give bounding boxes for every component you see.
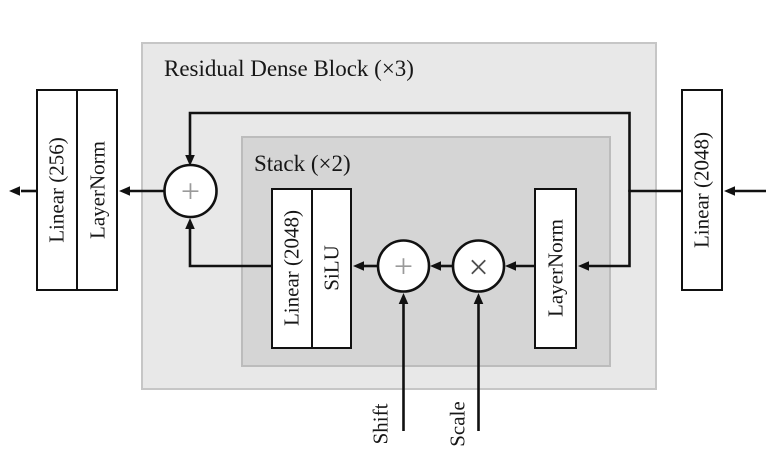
stack-layernorm-label: LayerNorm bbox=[543, 219, 567, 317]
scale-arrowhead-icon bbox=[473, 293, 484, 304]
residual-add-in-arrowhead-icon bbox=[185, 218, 195, 229]
stack-node-divider bbox=[310, 190, 314, 347]
add-in-arrowhead-icon bbox=[430, 261, 441, 271]
plus-icon: + bbox=[181, 174, 200, 211]
stack-title: Stack (×2) bbox=[254, 151, 351, 176]
silu-in-arrowhead-icon bbox=[353, 261, 364, 271]
residual-skip-connection bbox=[188, 111, 631, 192]
input-projection-node bbox=[681, 89, 723, 291]
multiply-icon: × bbox=[468, 247, 488, 287]
input-to-layernorm-line bbox=[587, 189, 681, 268]
output-arrowhead-icon bbox=[9, 186, 20, 196]
linear-256-label: Linear (256) bbox=[44, 137, 68, 243]
shift-arrowhead-icon bbox=[398, 293, 409, 304]
residual-add-circle bbox=[163, 163, 218, 219]
multiply-in-arrowhead-icon bbox=[505, 261, 516, 271]
output-node-divider bbox=[75, 91, 79, 289]
scale-label: Scale bbox=[445, 401, 470, 447]
shift-add-circle bbox=[376, 239, 431, 293]
shift-label: Shift bbox=[368, 403, 393, 445]
plus-icon: + bbox=[394, 249, 413, 286]
add-to-output-arrowhead-icon bbox=[119, 186, 130, 196]
silu-label: SiLU bbox=[319, 245, 344, 291]
stack-to-residual-add-line bbox=[188, 228, 271, 268]
stack-linear-label: Linear (2048) bbox=[279, 209, 303, 327]
residual-arrowhead-icon bbox=[185, 155, 195, 166]
stack-layernorm-node bbox=[534, 188, 577, 349]
linear-2048-label: Linear (2048) bbox=[689, 131, 714, 249]
input-arrowhead-icon bbox=[724, 186, 735, 196]
scale-multiply-circle bbox=[451, 239, 506, 293]
layernorm-in-arrowhead-icon bbox=[578, 261, 589, 271]
layernorm-label: LayerNorm bbox=[85, 141, 109, 239]
residual-dense-block-title: Residual Dense Block (×3) bbox=[164, 56, 414, 81]
